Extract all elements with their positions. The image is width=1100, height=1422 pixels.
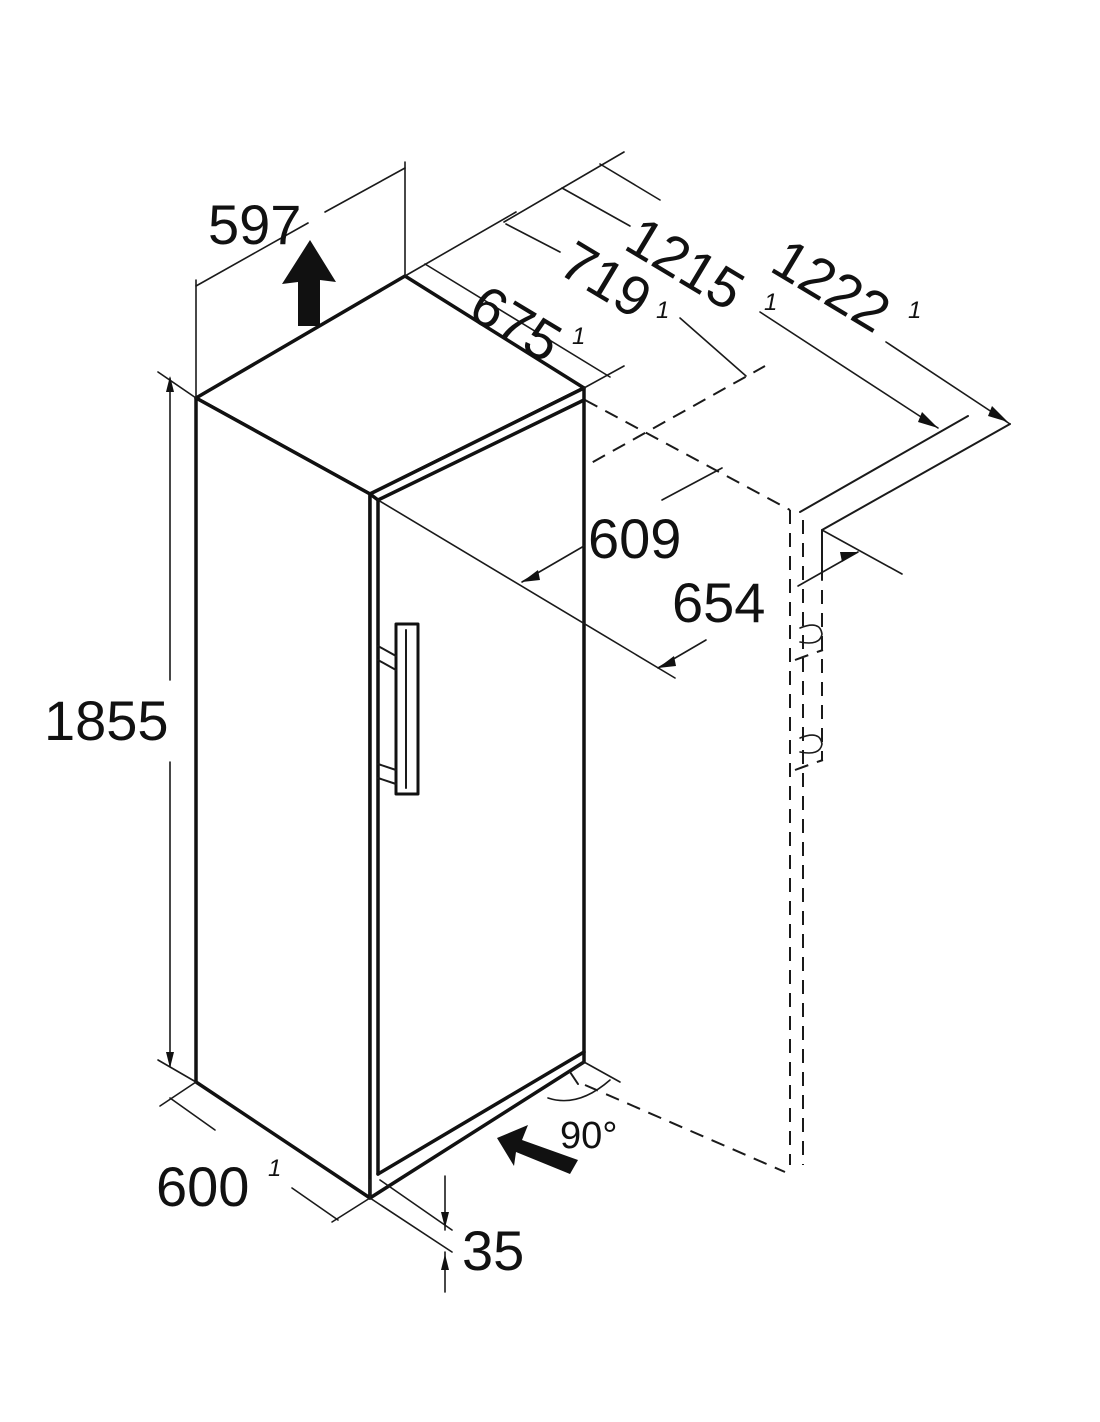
dim-note: 1 (764, 289, 777, 316)
dim-label: 35 (462, 1219, 524, 1282)
dim-note: 1 (572, 323, 585, 350)
wall-outline (411, 365, 1011, 1173)
door-angle: 90° (547, 1061, 621, 1157)
door-handle (377, 622, 420, 796)
dim-label: 654 (672, 571, 765, 634)
dimension-plinth: 35 (369, 1175, 524, 1293)
dimension-depth: 600 1 (156, 1081, 371, 1223)
dim-label: 1855 (44, 689, 169, 752)
dim-label: 597 (208, 193, 301, 256)
angle-label: 90° (560, 1115, 617, 1157)
up-arrow-icon (282, 240, 336, 326)
dimension-654: 654 (657, 529, 903, 669)
refrigerator-body (194, 274, 586, 1200)
dimension-width: 597 (195, 161, 406, 399)
dim-note: 1 (656, 297, 669, 324)
side-face (194, 396, 372, 1200)
dimension-height: 1855 (44, 371, 197, 1083)
dim-note: 1 (908, 297, 921, 324)
dim-note: 1 (268, 1155, 281, 1182)
insert-arrow-icon (497, 1125, 578, 1174)
dim-label: 600 (156, 1155, 249, 1218)
dimension-609: 609 (377, 467, 723, 679)
dim-label: 609 (588, 507, 681, 570)
dimension-1222: 1222 1 (599, 163, 1011, 425)
